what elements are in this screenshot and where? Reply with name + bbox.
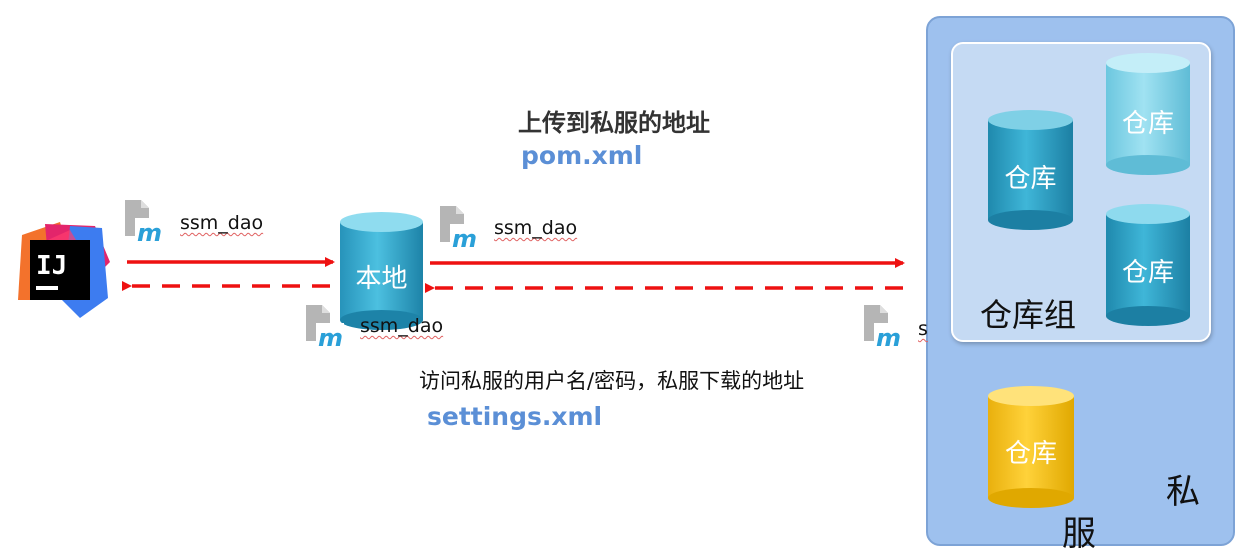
intellij-logo-text: IJ (36, 251, 67, 281)
repo-cylinder-dark[interactable] (988, 110, 1073, 230)
repo-label-dark: 仓库 (1004, 164, 1057, 194)
maven-file-icon: m (125, 200, 163, 247)
svg-text:m: m (318, 324, 343, 352)
private-server-label-1: 私 (1166, 472, 1200, 512)
svg-text:m: m (137, 219, 162, 247)
repo-cylinder-yellow[interactable] (988, 386, 1074, 508)
repo-cylinder-mid-right[interactable] (1106, 204, 1190, 326)
maven-file-icon: m (864, 305, 902, 352)
repository-group-label: 仓库组 (980, 296, 1077, 334)
local-repository-cylinder[interactable] (340, 212, 423, 330)
repo-cylinder-light-top[interactable] (1106, 53, 1190, 175)
pom-xml-label: pom.xml (521, 141, 643, 170)
maven-file-icon: m (306, 305, 344, 352)
repo-label-light-top: 仓库 (1121, 109, 1174, 139)
repo-label-yellow: 仓库 (1004, 439, 1057, 469)
svg-text:m: m (452, 225, 477, 253)
artifact-label-server-bottom: s (918, 318, 928, 340)
svg-text:m: m (876, 324, 901, 352)
private-server-label-2: 服 (1062, 514, 1096, 554)
access-title: 访问私服的用户名/密码，私服下载的地址 (419, 369, 805, 393)
artifact-label-local-bottom: ssm_dao (360, 315, 444, 337)
repo-label-mid-right: 仓库 (1121, 258, 1174, 288)
intellij-logo-icon[interactable]: IJ (18, 222, 110, 318)
local-label: 本地 (355, 264, 408, 294)
maven-file-icon: m (440, 206, 478, 253)
artifact-label-ide-local: ssm_dao (180, 212, 264, 234)
settings-xml-label: settings.xml (427, 402, 603, 431)
artifact-label-local-server: ssm_dao (494, 217, 578, 239)
upload-title: 上传到私服的地址 (518, 109, 710, 137)
